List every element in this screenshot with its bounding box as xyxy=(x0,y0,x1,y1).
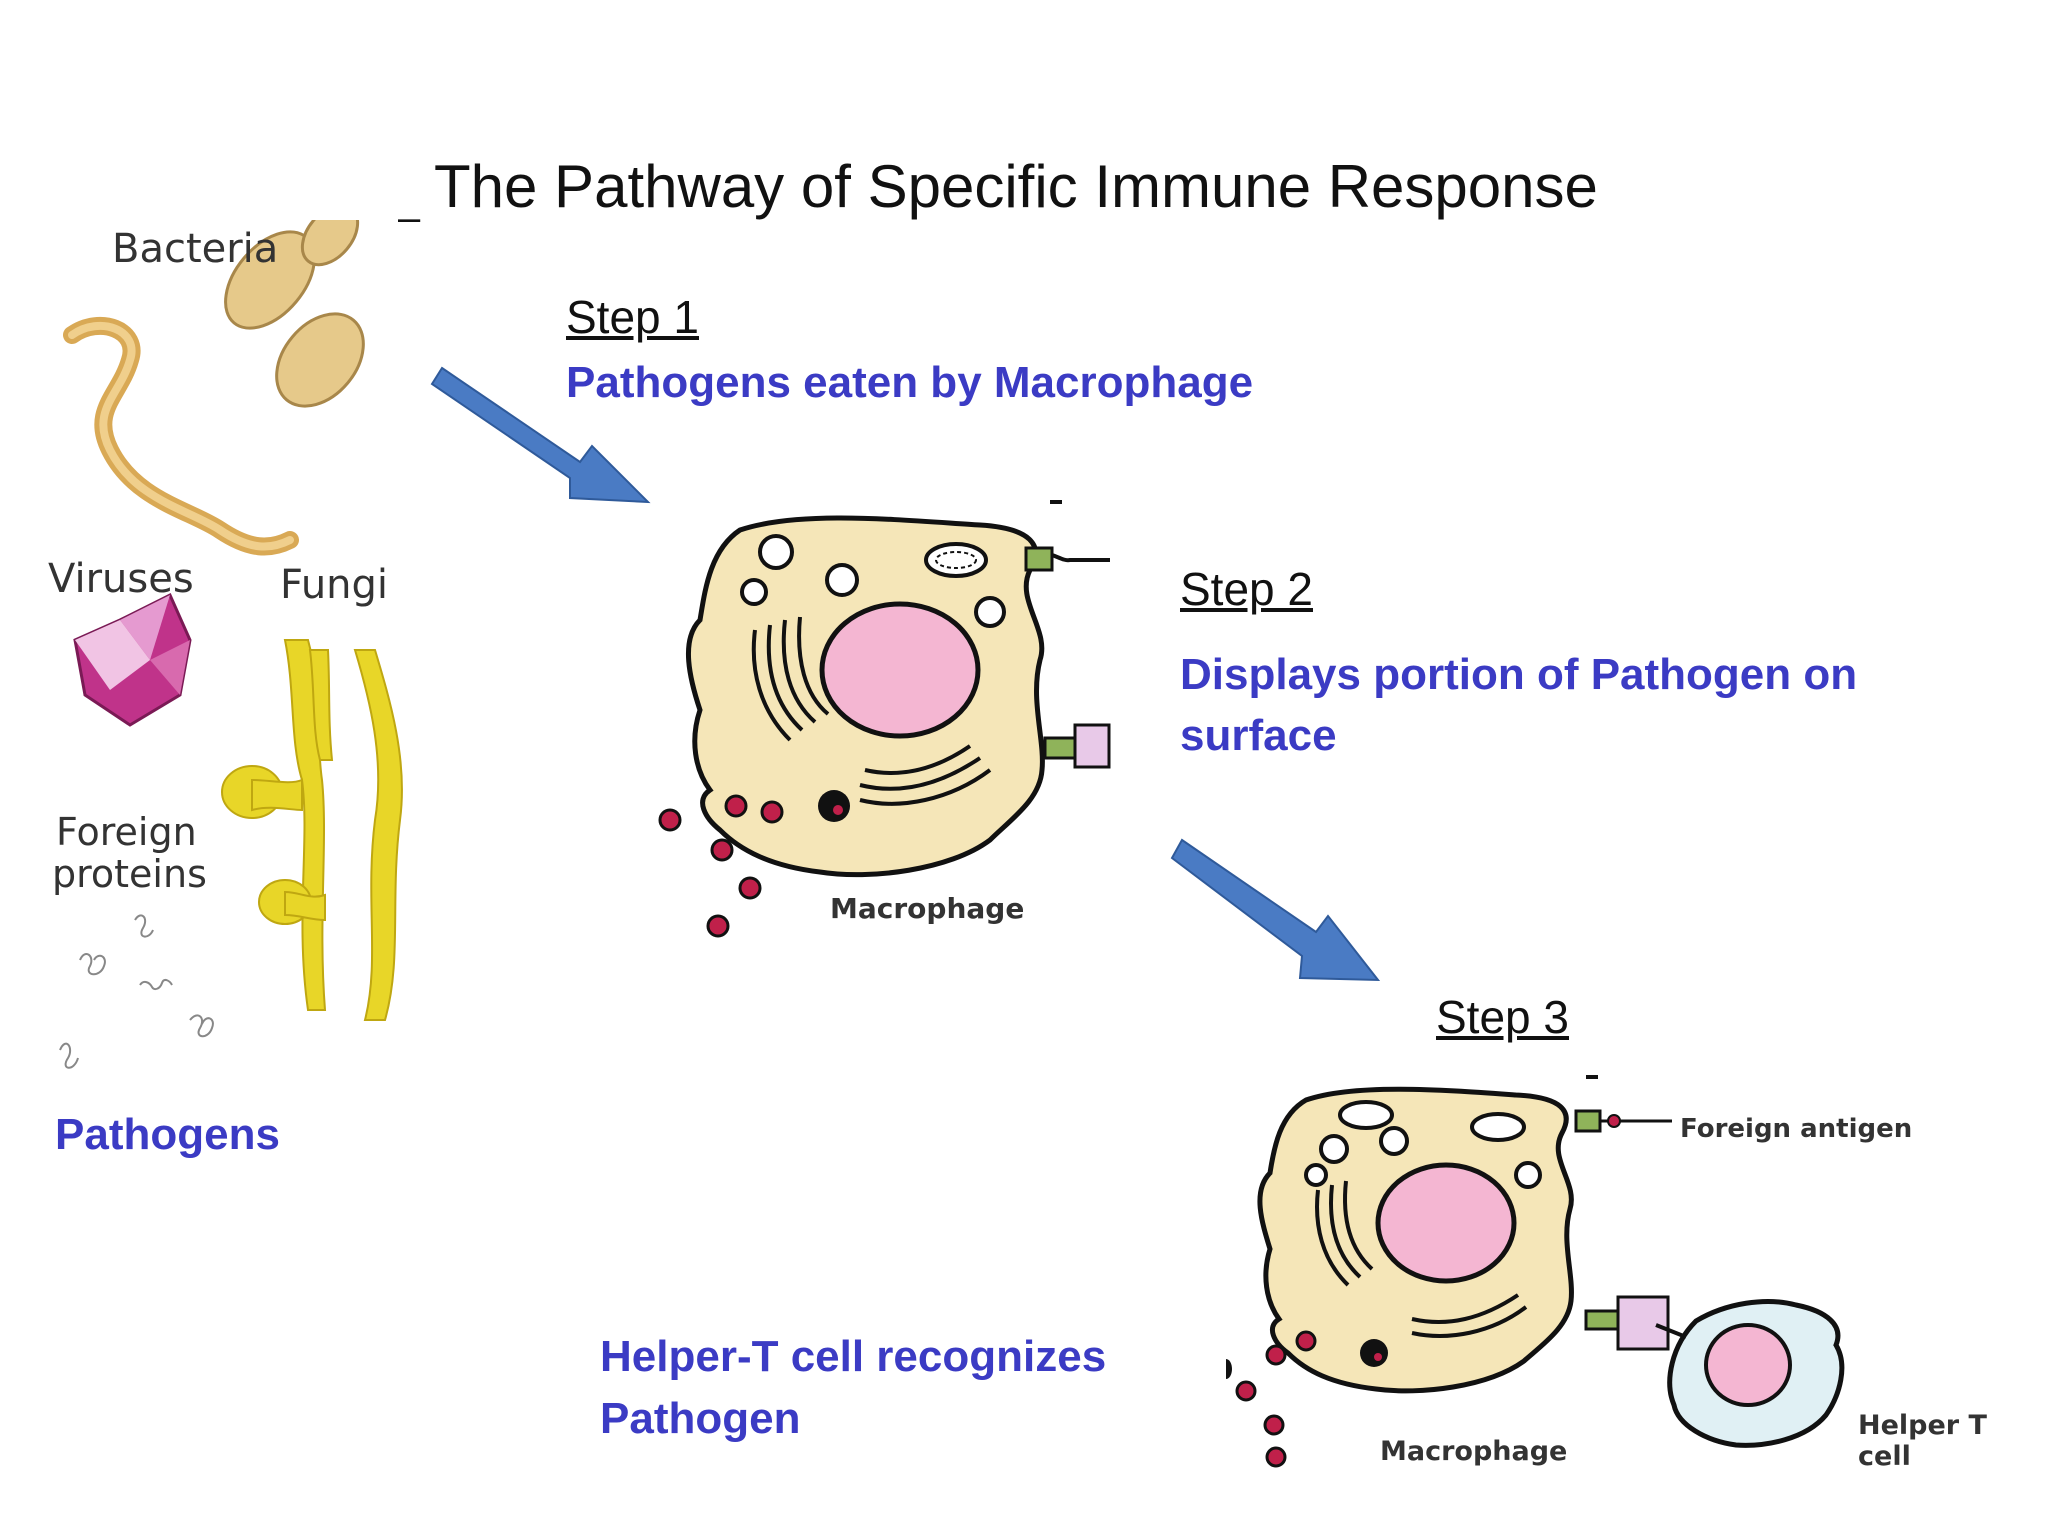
slide-title: The Pathway of Specific Immune Response xyxy=(434,153,1598,220)
dividing-bacterium xyxy=(224,220,365,408)
macrophage2-label: Macrophage xyxy=(1380,1436,1568,1467)
macrophage-step1 xyxy=(658,500,1111,938)
foreign-antigen-label: Foreign antigen xyxy=(1680,1114,1913,1144)
step3-heading: Step 3 xyxy=(1436,991,1569,1043)
proteins-label: proteins xyxy=(52,852,207,896)
helper-t-cell xyxy=(1655,1299,1845,1448)
viruses-label: Viruses xyxy=(48,556,194,602)
bacteria-label: Bacteria xyxy=(112,226,279,272)
arrow-step1 xyxy=(430,366,651,504)
step1-heading: Step 1 xyxy=(566,291,699,343)
step3-description-line1: Helper-T cell recognizes xyxy=(600,1332,1107,1381)
helper-t-cell-label: Helper T cell xyxy=(1858,1410,1987,1472)
step3-description-line2: Pathogen xyxy=(600,1394,801,1443)
virus-particle xyxy=(73,592,192,727)
macrophage-helper-t-illustration xyxy=(1226,1075,1845,1468)
nucleus xyxy=(1375,1162,1517,1284)
step1-description: Pathogens eaten by Macrophage xyxy=(566,358,1254,407)
fungi-label: Fungi xyxy=(280,562,389,608)
pathogens-illustration xyxy=(59,220,403,1069)
step2-description-line1: Displays portion of Pathogen on xyxy=(1180,650,1858,699)
pathogens-caption: Pathogens xyxy=(55,1110,280,1159)
foreign-proteins xyxy=(59,914,214,1069)
step2-description-line2: surface xyxy=(1180,711,1337,760)
foreign-label: Foreign xyxy=(56,810,197,854)
title-dash: – xyxy=(398,196,421,240)
macrophage1-label: Macrophage xyxy=(830,892,1025,925)
arrow-step2 xyxy=(1170,838,1381,982)
fungi-hyphae xyxy=(221,639,403,1021)
nucleus xyxy=(819,601,981,739)
step2-heading: Step 2 xyxy=(1180,563,1313,615)
